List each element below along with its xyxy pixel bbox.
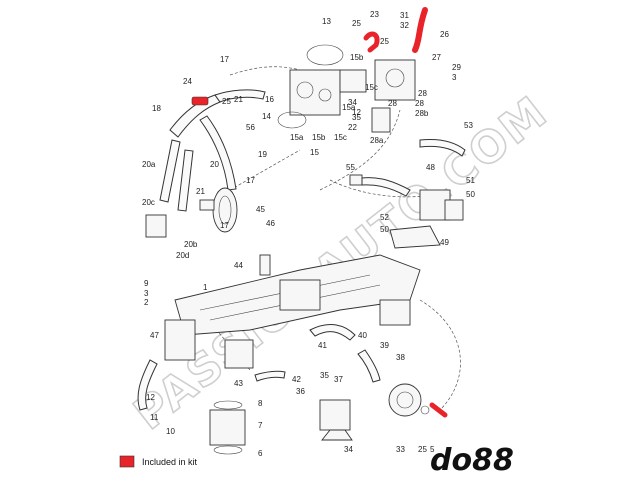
callout: 25: [380, 37, 389, 46]
callout: 53: [464, 121, 473, 130]
callout: 28: [415, 99, 424, 108]
callout: 18: [152, 104, 161, 113]
callout: 25: [222, 97, 231, 106]
callout: 10: [166, 427, 175, 436]
logo-text: do88: [430, 443, 514, 478]
callout: 27: [432, 53, 441, 62]
callout: 14: [262, 112, 271, 121]
callout: 34: [344, 445, 353, 454]
legend-label: Included in kit: [142, 457, 198, 467]
callout: 45: [256, 205, 265, 214]
callout: 34: [348, 98, 357, 107]
legend-swatch: [119, 455, 135, 468]
kit-hoses-top: [363, 7, 428, 53]
vacuum-booster: [145, 187, 238, 238]
callout: 12: [146, 393, 155, 402]
callout: 15a: [342, 103, 356, 112]
callout: 3: [144, 289, 149, 298]
callout: 6: [258, 449, 263, 458]
callout: 23: [370, 10, 379, 19]
callout: 12: [352, 108, 361, 117]
callout: 5: [430, 445, 435, 454]
callout: 11: [150, 413, 159, 422]
callout: 39: [380, 341, 389, 350]
callout: 9: [144, 279, 149, 288]
callout: 50: [466, 190, 475, 199]
callout: 20: [210, 160, 219, 169]
callout: 28: [418, 89, 427, 98]
callout: 55: [346, 163, 355, 172]
callout: 20c: [142, 198, 155, 207]
callout: 31: [400, 11, 409, 20]
callout: 1: [203, 283, 208, 292]
callout: 36: [296, 387, 305, 396]
callout: 32: [400, 21, 409, 30]
right-components: [349, 139, 466, 249]
callout: 21: [196, 187, 205, 196]
callout: 3: [452, 73, 457, 82]
callout: 8: [258, 399, 263, 408]
throttle-body-assembly: [277, 44, 416, 133]
callout: 28: [388, 99, 397, 108]
callout: 15c: [334, 133, 347, 142]
callout: 56: [246, 123, 255, 132]
callout: 20b: [184, 240, 198, 249]
callout: 15b: [312, 133, 326, 142]
callout: 43: [234, 379, 243, 388]
callout: 37: [334, 375, 343, 384]
callout: 28a: [370, 136, 384, 145]
callout: 7: [258, 421, 263, 430]
kit-hose-25-lower: [429, 402, 448, 418]
callout: 21: [234, 95, 243, 104]
callout: 40: [358, 331, 367, 340]
callout-labels: 13 25 23 31 26 32 25 15b 27 29 3 17 24 2…: [142, 10, 475, 458]
callout: 19: [258, 150, 267, 159]
kit-hose-24: [191, 96, 209, 106]
callout: 15a: [290, 133, 304, 142]
hose-assembly-left: [159, 89, 266, 212]
legend: Included in kit: [119, 455, 198, 468]
callout: 47: [150, 331, 159, 340]
callout: 51: [466, 176, 475, 185]
callout: 16: [265, 95, 274, 104]
callout: 50: [380, 225, 389, 234]
callout: 20a: [142, 160, 156, 169]
callout: 25: [352, 19, 361, 28]
callout: 20d: [176, 251, 189, 260]
callout: 26: [440, 30, 449, 39]
intake-manifold: [164, 254, 421, 369]
callout: 29: [452, 63, 461, 72]
callout: 42: [292, 375, 301, 384]
callout: 25: [418, 445, 427, 454]
callout: 33: [396, 445, 405, 454]
callout: 24: [183, 77, 192, 86]
callout: 17: [220, 221, 229, 230]
callout: 41: [318, 341, 327, 350]
callout: 35: [352, 113, 361, 122]
callout: 13: [322, 17, 331, 26]
lower-parts: [209, 383, 448, 455]
callout: 35: [320, 371, 329, 380]
callout: 28b: [415, 109, 429, 118]
callout: 17: [220, 55, 229, 64]
callout: 46: [266, 219, 275, 228]
lower-hoses: [137, 324, 381, 411]
callout: 22: [348, 123, 357, 132]
brand-logo: do88: [430, 443, 514, 478]
callout: 38: [396, 353, 405, 362]
callout: 15b: [350, 53, 364, 62]
callout: 15: [310, 148, 319, 157]
callout: 2: [144, 298, 149, 307]
callout: 17: [246, 176, 255, 185]
callout: 52: [380, 213, 389, 222]
callout: 49: [440, 238, 449, 247]
callout: 15c: [365, 83, 378, 92]
callout: 48: [426, 163, 435, 172]
callout: 44: [234, 261, 243, 270]
